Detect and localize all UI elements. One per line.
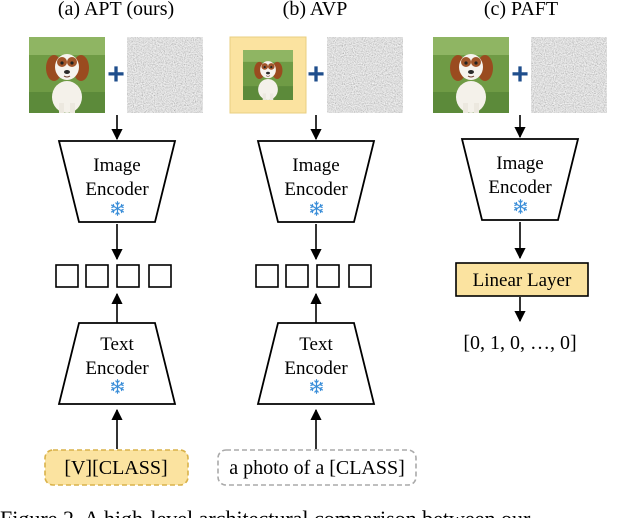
panel-a: (a) APT (ours) + Image Encoder Text Enco… [29,0,203,486]
one-hot-output: [0, 1, 0, …, 0] [463,332,576,354]
image-encoder-c [460,138,580,221]
image-encoder-b [256,140,376,223]
plus-symbol: + [307,58,325,91]
dog-image [433,37,509,113]
image-encoder-label-line2: Encoder [85,179,149,200]
panel-b: (b) AVP + Image Encoder Text Encoder a p… [217,0,417,486]
figure-caption: Figure 2. A high-level architectural com… [0,506,531,518]
image-encoder-label-line1: Image [496,153,543,174]
text-encoder-b [256,322,376,405]
dog-image [243,50,293,100]
plus-symbol: + [511,58,529,91]
text-encoder-label-line1: Text [100,334,134,355]
noise-patch [127,37,203,113]
prompt-text-b: a photo of a [CLASS] [229,457,405,479]
image-encoder-label-line1: Image [93,155,140,176]
linear-layer-label: Linear Layer [473,270,572,291]
plus-symbol: + [107,58,125,91]
embedding-square [148,264,172,288]
image-encoder-label-line2: Encoder [284,179,348,200]
image-encoder-label-line2: Encoder [488,177,552,198]
noise-patch [531,37,607,113]
text-encoder-a [57,322,177,405]
learnable-prompt-box [44,449,189,486]
hand-crafted-prompt-box [217,449,417,486]
text-encoder-label-line2: Encoder [85,358,149,379]
dog-image [29,37,105,113]
embedding-square [116,264,140,288]
linear-layer-box [455,262,589,297]
embedding-square [55,264,79,288]
image-encoder-a [57,140,177,223]
text-encoder-label-line1: Text [299,334,333,355]
text-encoder-label-line2: Encoder [284,358,348,379]
embedding-square [348,264,372,288]
embedding-square [316,264,340,288]
noise-patch [327,37,403,113]
embedding-square [285,264,309,288]
embedding-square [255,264,279,288]
panel-c-title: (c) PAFT [484,0,558,20]
prompt-text-a: [V][CLASS] [64,457,167,479]
panel-c: (c) PAFT + Image Encoder Linear Layer [0… [433,0,607,354]
panel-b-title: (b) AVP [283,0,348,20]
panel-a-title: (a) APT (ours) [58,0,174,20]
embedding-square [85,264,109,288]
embedding-squares-a [55,264,172,288]
image-encoder-label-line1: Image [292,155,339,176]
embedding-squares-b [255,264,372,288]
